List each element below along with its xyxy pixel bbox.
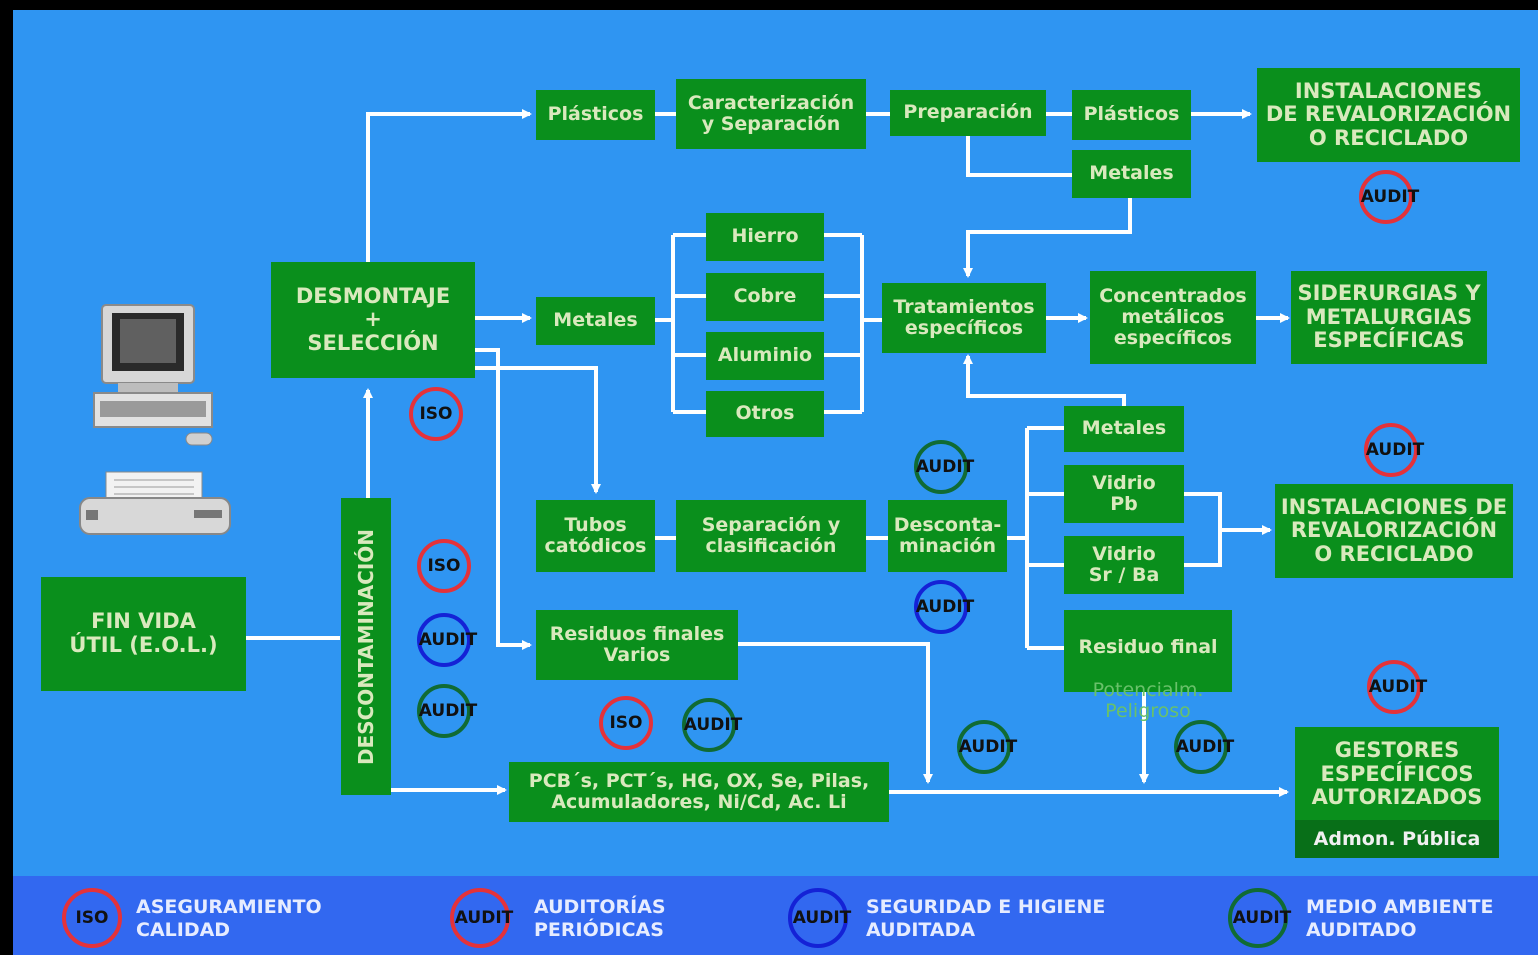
desmontaje-box: DESMONTAJE + SELECCIÓN [271,262,475,378]
audit-blue-badge: AUDIT [914,580,974,634]
audit-green-badge: AUDIT [1174,720,1234,774]
plasticos-box-1: Plásticos [536,90,655,140]
line-metales-tratamientos [963,198,1132,278]
legend-blue-label: SEGURIDAD E HIGIENE AUDITADA [866,896,1106,941]
descontaminacion-box: DESCONTAMINACIÓN [341,498,391,795]
admon-publica-label: Admon. Pública [1295,820,1499,858]
audit-badge-text: AUDIT [1232,908,1292,928]
tubos-box: Tubos catódicos [536,500,655,572]
iso-badge-text: ISO [609,713,643,733]
metales-box-top: Metales [1072,150,1191,198]
legend-audit-green-badge: AUDIT [1228,888,1292,948]
instalaciones-box-1: INSTALACIONES DE REVALORIZACIÓN O RECICL… [1257,68,1520,162]
hierro-box: Hierro [706,213,824,261]
line-desmontaje-tubos [475,366,601,494]
residuo-final-title: Residuo final [1078,636,1218,659]
legend-audit-blue-badge: AUDIT [788,888,852,948]
otros-box: Otros [706,391,824,437]
audit-badge-text: AUDIT [1365,440,1425,460]
residuo-final-subtitle: Potencialm. Peligroso [1092,678,1204,723]
concentrados-box: Concentrados metálicos específicos [1090,271,1256,364]
plasticos-box-2: Plásticos [1072,90,1191,140]
audit-green-badge: AUDIT [417,684,477,738]
iso-badge-text: ISO [75,908,109,928]
iso-badge-text: ISO [419,404,453,424]
audit-green-badge: AUDIT [682,698,742,752]
instalaciones-box-2: INSTALACIONES DE REVALORIZACIÓN O RECICL… [1275,484,1513,578]
audit-red-badge: AUDIT [1367,660,1427,714]
audit-badge-text: AUDIT [792,908,852,928]
legend-red-label: AUDITORÍAS PERIÓDICAS [534,896,666,941]
legend-iso-badge: ISO [62,888,122,948]
line-residuos-down [738,642,933,784]
line-desmontaje-residuos [475,348,532,650]
iso-badge-text: ISO [427,556,461,576]
residuos-varios-box: Residuos finales Varios [536,610,738,680]
audit-badge-text: AUDIT [454,908,514,928]
line-desmontaje-plasticos [366,109,532,262]
cobre-box: Cobre [706,273,824,321]
legend-iso-label: ASEGURAMIENTO CALIDAD [136,896,322,941]
iso-badge: ISO [417,539,471,593]
preparacion-box: Preparación [890,90,1046,136]
descontaminacion-box-2: Desconta- minación [888,500,1007,572]
siderurgias-box: SIDERURGIAS Y METALURGIAS ESPECÍFICAS [1291,271,1487,364]
audit-badge-text: AUDIT [1360,187,1420,207]
audit-badge-text: AUDIT [915,597,975,617]
audit-blue-badge: AUDIT [417,613,477,667]
audit-badge-text: AUDIT [418,630,478,650]
computer-icon [92,303,222,453]
metales-box-mid: Metales [536,297,655,345]
iso-badge: ISO [409,387,463,441]
audit-badge-text: AUDIT [1368,677,1428,697]
printer-icon [76,470,234,542]
audit-badge-text: AUDIT [418,701,478,721]
audit-badge-text: AUDIT [1175,737,1235,757]
audit-red-badge: AUDIT [1359,170,1419,224]
tratamientos-box: Tratamientos específicos [882,283,1046,353]
separacion-box: Separación y clasificación [676,500,866,572]
descontaminacion-label: DESCONTAMINACIÓN [354,528,378,765]
iso-badge: ISO [599,696,653,750]
vidrio-sr-box: Vidrio Sr / Ba [1064,536,1184,594]
vidrio-pb-box: Vidrio Pb [1064,465,1184,523]
aluminio-box: Aluminio [706,332,824,380]
legend-green-label: MEDIO AMBIENTE AUDITADO [1306,896,1494,941]
pcb-box: PCB´s, PCT´s, HG, OX, Se, Pilas, Acumula… [509,762,889,822]
fin-vida-box: FIN VIDA ÚTIL (E.O.L.) [41,577,246,691]
audit-badge-text: AUDIT [958,737,1018,757]
audit-green-badge: AUDIT [914,440,974,494]
audit-badge-text: AUDIT [915,457,975,477]
residuo-final-box: Residuo final Potencialm. Peligroso [1064,610,1232,722]
metales-box-right: Metales [1064,406,1184,452]
legend-audit-red-badge: AUDIT [450,888,514,948]
audit-green-badge: AUDIT [957,720,1017,774]
line-metales-right-tratamientos [963,354,1126,406]
caracterizacion-box: Caracterización y Separación [676,79,866,149]
gestores-box: GESTORES ESPECÍFICOS AUTORIZADOS [1295,727,1499,822]
audit-red-badge: AUDIT [1364,423,1424,477]
audit-badge-text: AUDIT [683,715,743,735]
